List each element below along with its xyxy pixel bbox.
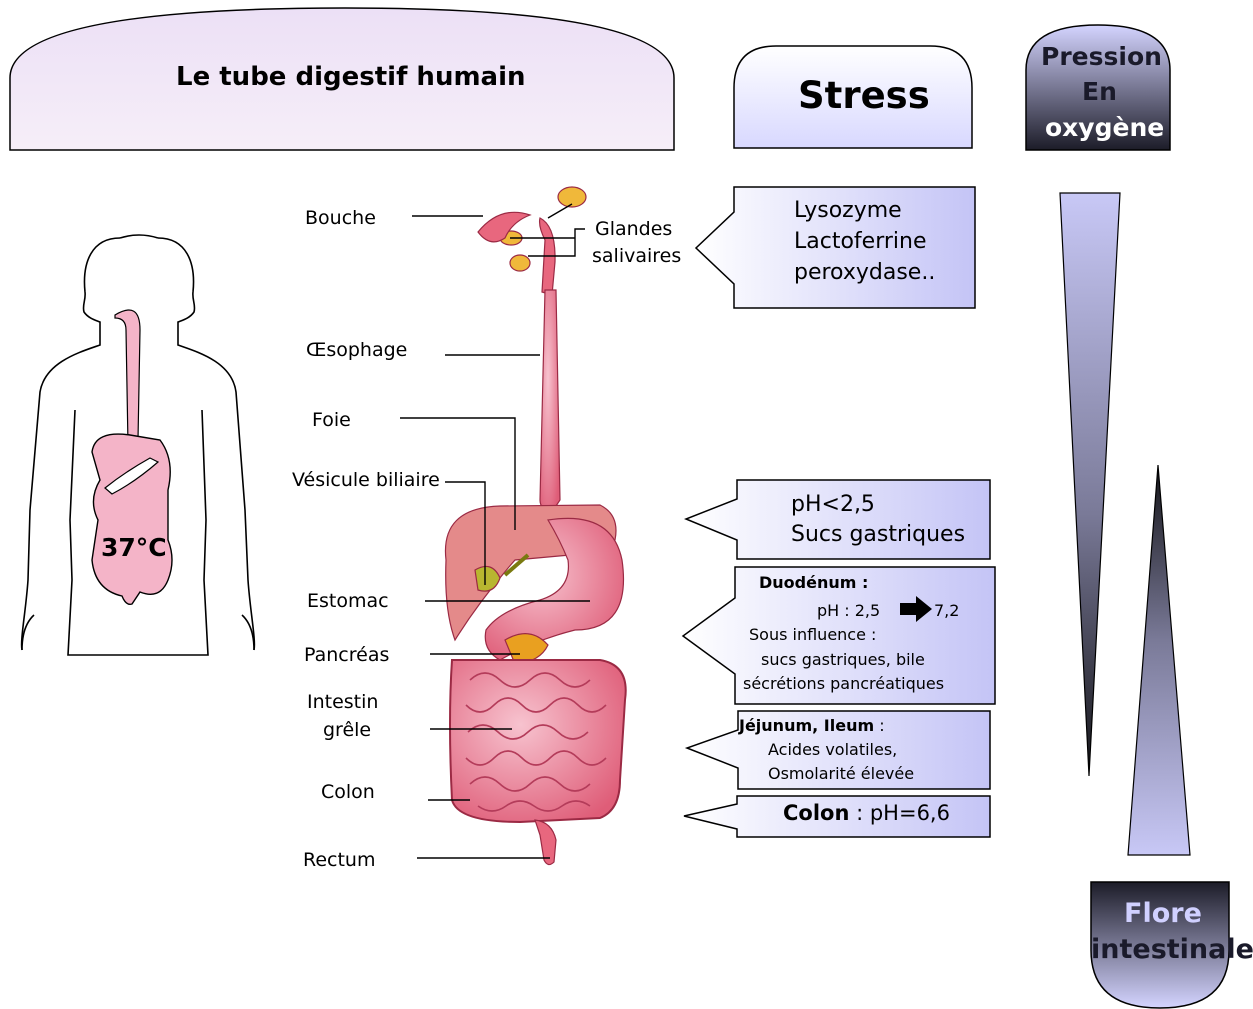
label-oesophage: Œsophage (306, 339, 407, 361)
digestive-tract (445, 187, 625, 865)
saliva-line-1: Lysozyme (794, 198, 902, 223)
stress-label: Stress (798, 74, 930, 117)
duodenum-title: Duodénum : (759, 573, 868, 592)
label-rectum: Rectum (303, 849, 375, 871)
flore-line-1: Flore (1124, 898, 1202, 929)
jejunum-line-2: Acides volatiles, (768, 740, 897, 759)
pression-line-2: En (1082, 77, 1117, 106)
saliva-line-2: Lactoferrine (794, 229, 927, 254)
label-pancreas: Pancréas (304, 644, 389, 666)
duodenum-ph-right: 7,2 (934, 601, 959, 620)
label-colon: Colon (321, 781, 375, 803)
stomach-line-1: pH<2,5 (791, 492, 875, 517)
saliva-line-3: peroxydase.. (794, 260, 935, 285)
stomach-line-2: Sucs gastriques (791, 522, 965, 547)
body-temperature: 37°C (101, 533, 167, 562)
label-bouche: Bouche (305, 207, 376, 229)
jejunum-title-row: Jéjunum, Ileum : (739, 716, 885, 735)
page-title: Le tube digestif humain (176, 62, 526, 92)
pression-line-3: oxygène (1045, 113, 1164, 142)
label-vesicule: Vésicule biliaire (292, 469, 440, 491)
label-intestin-1: Intestin (307, 691, 378, 713)
flora-wedge (1128, 465, 1190, 855)
jejunum-title: Jéjunum, Ileum (739, 716, 874, 735)
duodenum-line-3: Sous influence : (749, 625, 876, 644)
colon-callout-rest: : pH=6,6 (849, 801, 950, 825)
label-foie: Foie (312, 409, 351, 431)
oxygen-wedge (1060, 193, 1120, 776)
label-estomac: Estomac (307, 590, 389, 612)
jejunum-line-3: Osmolarité élevée (768, 764, 914, 783)
duodenum-line-5: sécrétions pancréatiques (743, 674, 944, 693)
pression-line-1: Pression (1041, 42, 1162, 71)
colon-callout-title: Colon (783, 801, 849, 825)
duodenum-line-4: sucs gastriques, bile (761, 650, 925, 669)
jejunum-colon-mark: : (874, 716, 884, 735)
body-esophagus (115, 310, 140, 445)
label-glandes-1: Glandes (595, 218, 672, 240)
label-glandes-2: salivaires (592, 245, 681, 267)
body-stomach (92, 434, 172, 604)
label-intestin-2: grêle (323, 719, 371, 741)
colon-callout-text: Colon : pH=6,6 (783, 801, 950, 825)
flore-line-2: intestinale (1091, 934, 1253, 965)
duodenum-ph-left: pH : 2,5 (817, 601, 880, 620)
